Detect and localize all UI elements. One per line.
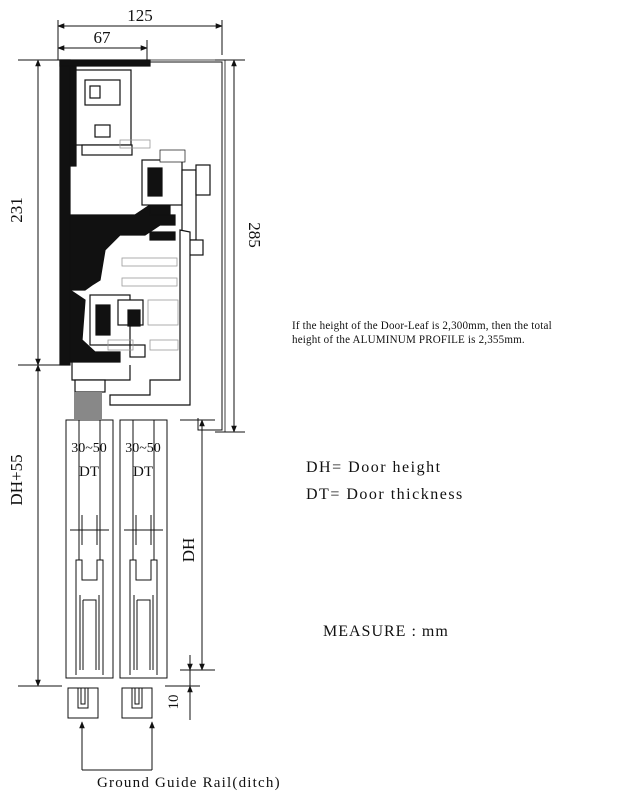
thickness-right-label: 30~50 bbox=[125, 441, 161, 456]
dim-285: 285 bbox=[245, 222, 264, 248]
door-leaf-right bbox=[119, 419, 168, 679]
thickness-left-label: 30~50 bbox=[71, 441, 107, 456]
dim-125: 125 bbox=[127, 6, 153, 25]
dim-dh-plus-55: DH+55 bbox=[7, 454, 26, 505]
dimension-lines bbox=[18, 20, 245, 771]
measure-unit: MEASURE : mm bbox=[323, 623, 449, 640]
aluminum-profile bbox=[59, 59, 226, 432]
legend-dh: DH= Door height bbox=[306, 459, 442, 476]
dt-left-label: DT bbox=[79, 464, 99, 480]
dim-67: 67 bbox=[94, 28, 112, 47]
dt-right-label: DT bbox=[133, 464, 153, 480]
dim-231: 231 bbox=[7, 197, 26, 223]
profile-note-line-2: height of the ALUMINUM PROFILE is 2,355m… bbox=[292, 332, 525, 346]
ground-guide-rail-caption: Ground Guide Rail(ditch) bbox=[97, 775, 281, 791]
ground-guide-rail bbox=[67, 687, 153, 719]
dim-dh: DH bbox=[179, 538, 198, 563]
legend-dt: DT= Door thickness bbox=[306, 486, 464, 503]
dim-10: 10 bbox=[166, 695, 182, 710]
door-leaf-left bbox=[65, 419, 114, 679]
door-leaves bbox=[65, 419, 168, 719]
profile-note-line-1: If the height of the Door-Leaf is 2,300m… bbox=[292, 318, 552, 332]
profile-note: If the height of the Door-Leaf is 2,300m… bbox=[292, 318, 599, 346]
